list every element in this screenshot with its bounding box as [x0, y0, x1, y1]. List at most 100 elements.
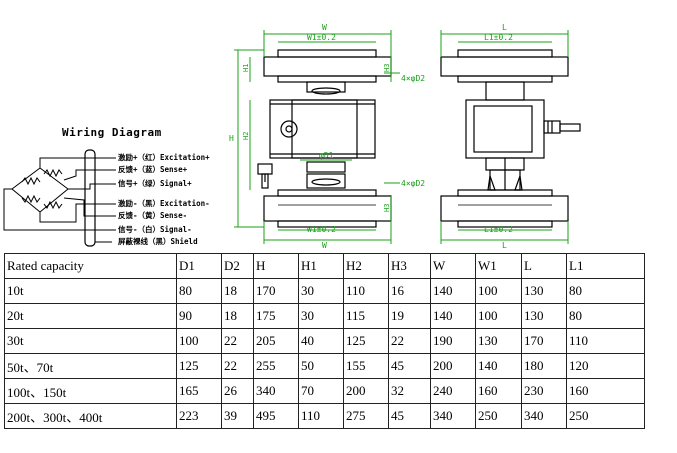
table-cell: 30 — [298, 278, 344, 304]
table-cell: 80 — [176, 278, 222, 304]
table-cell: 130 — [521, 303, 567, 329]
side-top-plate — [440, 56, 569, 77]
table-cell: 26 — [221, 378, 254, 404]
dim-h1: H1 — [242, 64, 250, 72]
wire-label-excitation-plus: 激励+（红）Excitation+ — [118, 153, 210, 162]
wire-label-signal-plus: 信号+（绿）Signal+ — [118, 179, 192, 188]
front-view — [257, 49, 392, 228]
dim-l-bottom: L — [502, 241, 507, 250]
table-cell: 110 — [298, 403, 344, 429]
cable-sheath — [84, 149, 96, 247]
table-cell: 90 — [176, 303, 222, 329]
header-cell: L1 — [566, 253, 645, 279]
resistor-1 — [21, 176, 41, 186]
table-cell: 205 — [253, 328, 299, 354]
side-dimension-lines — [440, 30, 569, 244]
front-dimension-lines — [234, 30, 400, 244]
table-cell: 100t、150t — [4, 378, 177, 404]
dim-w-bottom: W — [322, 241, 327, 250]
bridge-diamond — [11, 167, 69, 213]
wiring-diagram — [3, 149, 116, 247]
table-cell: 130 — [475, 328, 522, 354]
table-cell: 250 — [566, 403, 645, 429]
table-cell: 130 — [521, 278, 567, 304]
resistor-2 — [43, 168, 63, 178]
table-cell: 50t、70t — [4, 353, 177, 379]
table-cell: 40 — [298, 328, 344, 354]
table-cell: 160 — [566, 378, 645, 404]
header-cell: D2 — [221, 253, 254, 279]
side-dimension-text: L L1±0.2 L1±0.2 L — [484, 23, 513, 250]
header-cell: H3 — [388, 253, 431, 279]
table-cell: 125 — [176, 353, 222, 379]
dim-h3-top: H3 — [383, 64, 391, 72]
table-cell: 32 — [388, 378, 431, 404]
technical-drawing: W1±0.2 W1±0.2 W W H 4×φD2 4×φD2 φD1 H1 H… — [3, 23, 581, 250]
table-cell: 110 — [566, 328, 645, 354]
wire-label-shield: 屏蔽裸线（黑）Shield — [118, 237, 198, 246]
table-cell: 45 — [388, 353, 431, 379]
table-cell: 100 — [475, 303, 522, 329]
table-cell: 140 — [430, 278, 476, 304]
header-cell: D1 — [176, 253, 222, 279]
table-cell: 255 — [253, 353, 299, 379]
dim-l1-bottom: L1±0.2 — [484, 225, 513, 234]
dim-d2-top: 4×φD2 — [401, 74, 425, 83]
table-cell: 180 — [521, 353, 567, 379]
front-dimension-text: W1±0.2 W1±0.2 W W H 4×φD2 4×φD2 φD1 — [229, 23, 425, 250]
table-cell: 175 — [253, 303, 299, 329]
wire-label-signal-minus: 信号-（白）Signal- — [118, 225, 192, 234]
table-cell: 100 — [475, 278, 522, 304]
table-cell: 18 — [221, 278, 254, 304]
table-cell: 170 — [521, 328, 567, 354]
header-cell: H2 — [343, 253, 389, 279]
header-cell: H1 — [298, 253, 344, 279]
table-cell: 160 — [475, 378, 522, 404]
table-cell: 110 — [343, 278, 389, 304]
table-cell: 50 — [298, 353, 344, 379]
table-cell: 200 — [430, 353, 476, 379]
wire-signal-plus — [68, 183, 112, 190]
wire-label-sense-minus: 反馈-（黄）Sense- — [118, 211, 188, 220]
wire-signal-minus — [3, 188, 112, 231]
header-cell: W — [430, 253, 476, 279]
bottom-plate — [263, 195, 392, 222]
side-bottom-plate — [440, 195, 569, 222]
table-cell: 39 — [221, 403, 254, 429]
dim-h: H — [229, 134, 234, 143]
wiring-diagram-title: Wiring Diagram — [62, 126, 162, 139]
specification-table: Rated capacity D1 D2 H H1 H2 H3 W W1 L L… — [4, 253, 645, 429]
front-vertical-dims: H1 H2 H3 H3 — [242, 64, 391, 212]
table-cell: 120 — [566, 353, 645, 379]
top-plate — [263, 56, 392, 77]
dim-w1-top: W1±0.2 — [307, 33, 336, 42]
table-cell: 190 — [430, 328, 476, 354]
side-view — [440, 49, 581, 228]
table-cell: 115 — [343, 303, 389, 329]
table-cell: 22 — [388, 328, 431, 354]
dim-w-top: W — [322, 23, 327, 32]
resistor-4 — [43, 200, 63, 210]
header-cell: L — [521, 253, 567, 279]
table-cell: 340 — [430, 403, 476, 429]
resistor-3 — [21, 194, 41, 204]
header-cell: Rated capacity — [4, 253, 177, 279]
table-cell: 155 — [343, 353, 389, 379]
table-cell: 170 — [253, 278, 299, 304]
table-cell: 19 — [388, 303, 431, 329]
dim-w1-bottom: W1±0.2 — [307, 225, 336, 234]
table-cell: 22 — [221, 328, 254, 354]
header-cell: W1 — [475, 253, 522, 279]
table-cell: 30 — [298, 303, 344, 329]
table-cell: 80 — [566, 278, 645, 304]
table-cell: 275 — [343, 403, 389, 429]
wire-exc-minus — [39, 203, 112, 223]
table-cell: 200t、300t、400t — [4, 403, 177, 429]
dim-h3-bottom: H3 — [383, 204, 391, 212]
table-cell: 30t — [4, 328, 177, 354]
